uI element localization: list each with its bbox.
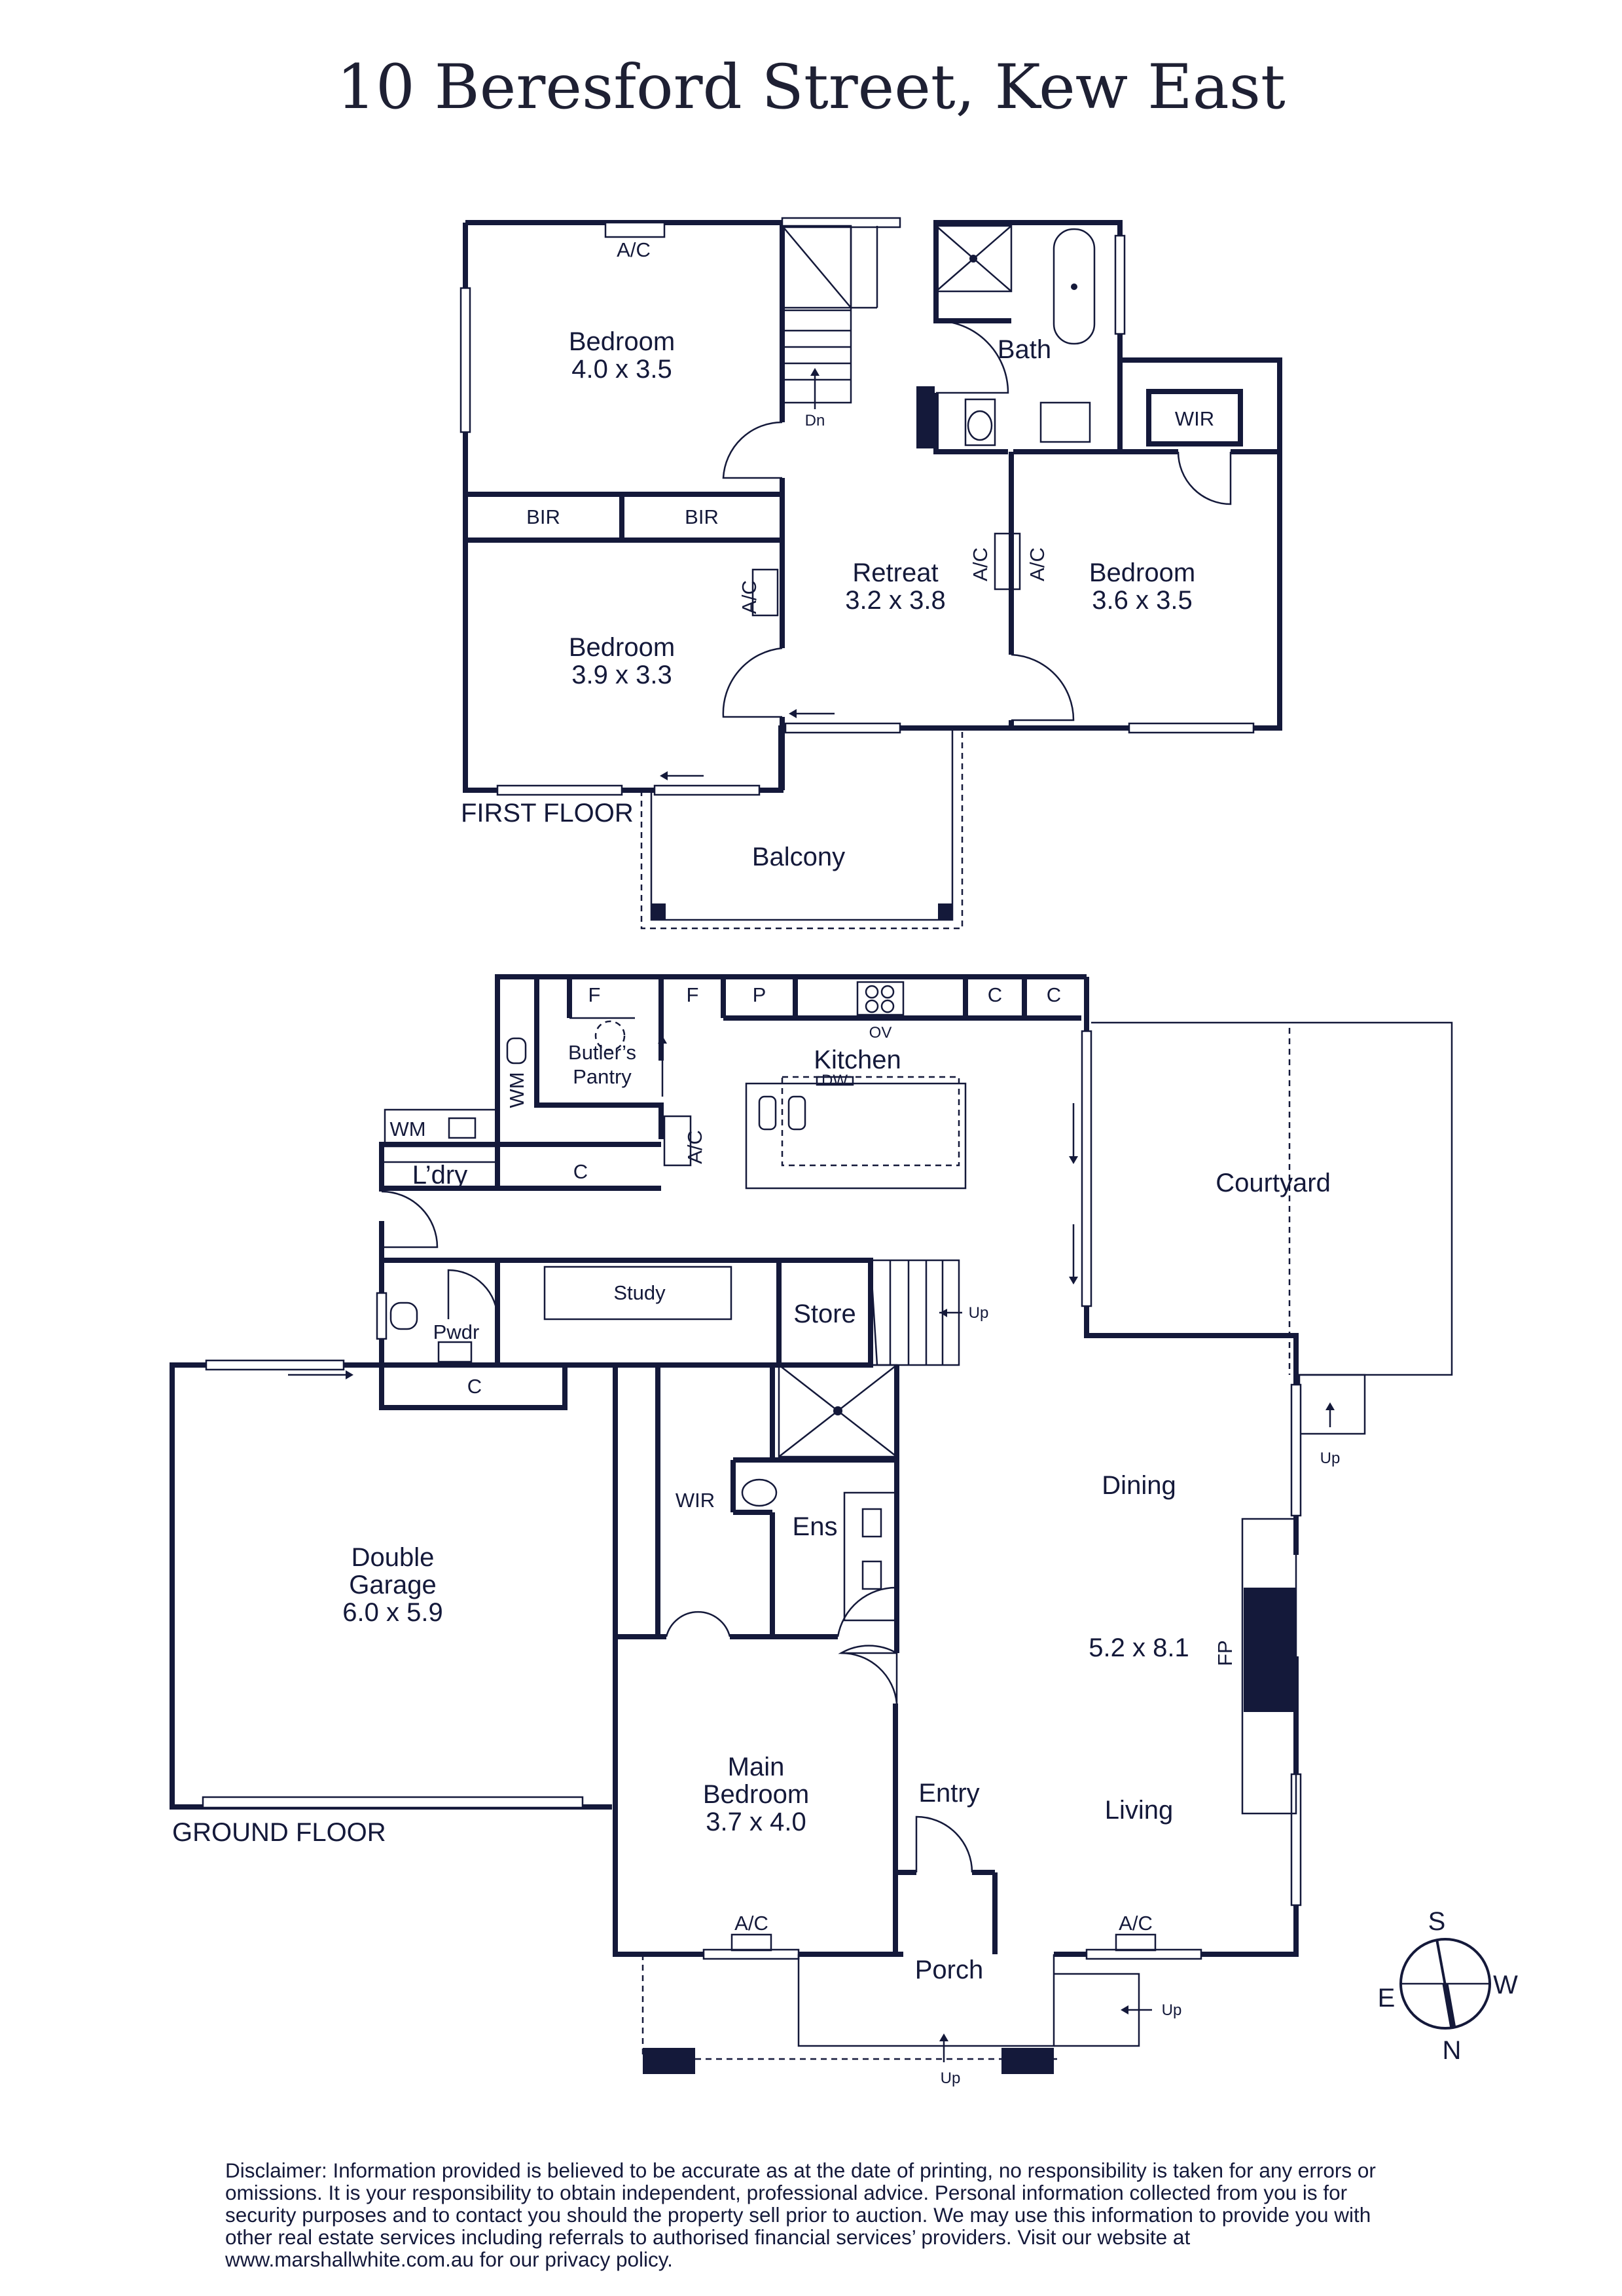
dining-label: Dining	[1102, 1471, 1176, 1500]
garage-label-1: Double	[351, 1543, 435, 1572]
fireplace-label: FP	[1214, 1640, 1236, 1666]
ac-label-bedroom-nw: A/C	[738, 580, 761, 614]
fridge-label-1: F	[588, 983, 601, 1006]
wm-label-laundry: WM	[389, 1118, 425, 1140]
wir-label-ground: WIR	[676, 1489, 715, 1512]
living-label: Living	[1105, 1796, 1174, 1825]
main-bedroom-label-1: Main	[728, 1753, 785, 1781]
compass-s: S	[1428, 1907, 1446, 1936]
study-label: Study	[613, 1281, 666, 1304]
bath-label: Bath	[998, 335, 1051, 364]
fridge-label-2: F	[687, 983, 699, 1006]
cupboard-label-laundry: C	[573, 1160, 588, 1183]
main-bedroom-dims: 3.7 x 4.0	[706, 1808, 806, 1836]
bir-label-2: BIR	[685, 505, 719, 528]
balcony-label: Balcony	[752, 843, 845, 871]
cupboard-label-1: C	[988, 983, 1002, 1006]
compass-w: W	[1493, 1971, 1518, 1999]
butlers-pantry-label-2: Pantry	[573, 1065, 632, 1088]
bedroom-e-dims: 3.6 x 3.5	[1092, 586, 1192, 615]
porch-label: Porch	[915, 1956, 984, 1984]
oven-label: OV	[869, 1024, 892, 1042]
ac-label-kitchen: A/C	[683, 1130, 706, 1164]
compass-n: N	[1443, 2036, 1462, 2065]
cupboard-label-2: C	[1047, 983, 1061, 1006]
stairs-up-label: Up	[969, 1304, 989, 1322]
stairs-dn-label: Dn	[805, 412, 825, 429]
porch-front-up-label: Up	[941, 2069, 961, 2087]
disclaimer: Disclaimer: Information provided is beli…	[225, 2159, 1376, 2271]
wir-label-first: WIR	[1175, 407, 1214, 430]
dishwasher-label: DW	[821, 1072, 848, 1089]
butlers-pantry-label-1: Butler’s	[568, 1041, 636, 1064]
stairs-first-floor	[781, 225, 878, 409]
bedroom-ne-dims: 4.0 x 3.5	[571, 355, 672, 384]
ground-floor: F F P OV C C Butler’s Pantry Kitchen DW …	[170, 974, 1453, 2087]
ac-label-bedroom-ne: A/C	[617, 238, 651, 261]
bedroom-e-name: Bedroom	[1089, 558, 1195, 587]
ground-floor-label: GROUND FLOOR	[172, 1818, 386, 1847]
entry-label: Entry	[918, 1779, 979, 1808]
bedroom-ne-name: Bedroom	[569, 327, 675, 356]
main-bedroom-label-2: Bedroom	[703, 1780, 809, 1809]
bedroom-nw-name: Bedroom	[569, 633, 675, 662]
ensuite-label: Ens	[793, 1512, 838, 1541]
compass-e: E	[1378, 1984, 1396, 2013]
ac-label-main-bedroom: A/C	[734, 1912, 768, 1935]
page-title: 10 Beresford Street, Kew East	[336, 52, 1286, 123]
courtyard-label: Courtyard	[1216, 1169, 1331, 1197]
compass: S W E N	[1378, 1907, 1518, 2065]
pantry-label: P	[753, 983, 766, 1006]
porch-side-up-label: Up	[1162, 2001, 1182, 2019]
cupboard-label-garage: C	[467, 1375, 482, 1398]
first-floor-label: FIRST FLOOR	[461, 799, 634, 828]
store-label: Store	[793, 1300, 856, 1328]
first-floor: Dn A/C Bedroom 4.0 x 3.5	[460, 217, 1282, 930]
ac-label-bedroom-e: A/C	[1026, 547, 1049, 581]
pwdr-label: Pwdr	[433, 1321, 480, 1343]
ac-label-living: A/C	[1119, 1912, 1153, 1935]
kitchen-label: Kitchen	[814, 1046, 901, 1074]
ac-label-retreat: A/C	[969, 547, 992, 581]
bedroom-nw-dims: 3.9 x 3.3	[571, 661, 672, 689]
living-dims: 5.2 x 8.1	[1089, 1633, 1189, 1662]
wm-label-pantry: WM	[505, 1072, 528, 1108]
laundry-label: L’dry	[412, 1161, 468, 1190]
retreat-dims: 3.2 x 3.8	[845, 586, 945, 615]
courtyard-up-label: Up	[1320, 1449, 1341, 1467]
retreat-name: Retreat	[852, 558, 938, 587]
garage-dims: 6.0 x 5.9	[342, 1598, 442, 1627]
bir-label-1: BIR	[526, 505, 560, 528]
garage-label-2: Garage	[349, 1571, 436, 1599]
